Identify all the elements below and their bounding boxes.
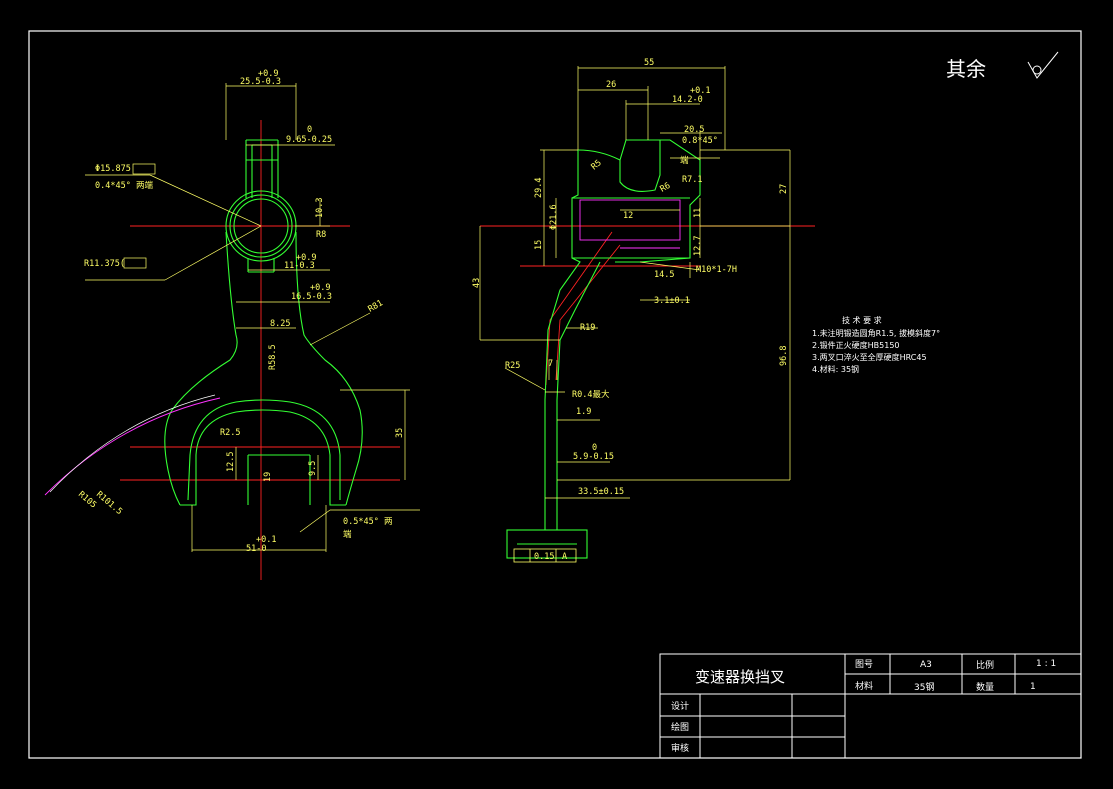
right-view: 0.15 A 55 26 +0.1 14.2-0 20.5 0.8*45° 端 … [472, 58, 815, 563]
dim-w51-tol: +0.1 [256, 535, 276, 545]
dim-w26: 26 [606, 80, 616, 90]
qty: 1 [1030, 682, 1036, 692]
dim-w7: 7 [548, 359, 553, 369]
dim-w51: 51-0 [246, 544, 266, 554]
tol-datum: A [562, 552, 567, 562]
tech-title: 技 术 要 求 [842, 315, 882, 325]
surface-finish-icon [1027, 51, 1059, 79]
dim-w3-1: 3.1±0.1 [654, 296, 690, 306]
dim-w1-9: 1.9 [576, 407, 591, 417]
dim-h96: 96.8 [779, 346, 789, 366]
surface-finish-label: 其余 [946, 57, 986, 81]
dim-r8: R8 [316, 230, 326, 240]
dim-r5: R5 [590, 158, 604, 172]
dim-w14: 14.2-0 [672, 95, 703, 105]
dim-h19: 19 [263, 472, 273, 482]
dim-hole-dia: Φ15.875 [95, 164, 131, 174]
dim-r25: R25 [505, 361, 520, 371]
dim-w16: 16.5-0.3 [291, 292, 332, 302]
dim-r81: R81 [367, 298, 385, 314]
dim-slot-width-tol: 0 [307, 125, 312, 135]
dim-w14-5: 14.5 [654, 270, 674, 280]
label-drawing-no: 图号 [855, 659, 873, 670]
label-design: 设计 [671, 700, 689, 712]
tech-item-2: 2.锻件正火硬度HB5150 [812, 340, 900, 350]
dim-chamfer2: 0.5*45° 两 [343, 517, 392, 527]
part-name: 变速器换挡叉 [695, 668, 785, 686]
left-dimlines [85, 83, 420, 552]
dim-slot-width: 9.65-0.25 [286, 135, 332, 145]
tech-requirements: 技 术 要 求 1.未注明锻造圆角R1.5, 拔模斜度7° 2.锻件正火硬度HB… [812, 315, 940, 374]
right-centerlines [480, 225, 815, 386]
dim-w8-25: 8.25 [270, 319, 290, 329]
dim-h43: 43 [472, 278, 482, 288]
dim-h35: 35 [395, 428, 405, 438]
dim-w14-tol: +0.1 [690, 86, 710, 96]
dim-chamfer-r: 0.8*45° [682, 136, 718, 146]
label-scale: 比例 [976, 659, 994, 671]
dim-chamfer2b: 端 [343, 529, 352, 540]
dim-h-10-3: 10.3 [315, 198, 325, 218]
dim-r105: R105 [76, 490, 98, 511]
dim-w11-tol: +0.9 [296, 253, 316, 263]
dim-thread: M10*1-7H [696, 265, 737, 275]
dim-w12: 12 [623, 211, 633, 221]
dim-h12-7: 12.7 [693, 236, 703, 256]
dim-w5-9-tol: 0 [592, 443, 597, 453]
dim-w11: 11-0.3 [284, 261, 315, 271]
material: 35钢 [914, 681, 934, 693]
dim-r6: R6 [659, 181, 673, 195]
tol-value: 0.15 [534, 552, 554, 562]
label-qty: 数量 [976, 681, 994, 693]
right-hidden [579, 199, 681, 249]
title-block-grid [659, 653, 1082, 759]
label-review: 审核 [671, 742, 689, 754]
dim-w20-5: 20.5 [684, 125, 704, 135]
dim-w33: 33.5±0.15 [578, 487, 624, 497]
arc-r105 [44, 397, 221, 496]
surface-symbol-box [132, 163, 156, 175]
dim-r2-5: R2.5 [220, 428, 240, 438]
dim-top-width-tol: +0.9 [258, 69, 278, 79]
label-material: 材料 [855, 680, 873, 692]
dim-r58: R58.5 [268, 344, 278, 370]
scale: 1 : 1 [1036, 659, 1056, 669]
dim-w55: 55 [644, 58, 654, 68]
dim-top-width: 25.5-0.3 [240, 77, 281, 87]
arc-r101 [49, 394, 216, 493]
tech-item-3: 3.两叉口淬火至全厚硬度HRC45 [812, 352, 927, 362]
dim-r101: R101.5 [94, 490, 124, 517]
tech-item-1: 1.未注明锻造圆角R1.5, 拔模斜度7° [812, 328, 940, 338]
left-view: +0.9 25.5-0.3 0 9.65-0.25 Φ15.875 0.4*45… [44, 69, 420, 580]
dim-h12-5: 12.5 [226, 452, 236, 472]
dim-r7: R7.1 [682, 175, 702, 185]
dim-h29: 29.4 [534, 178, 544, 198]
tolerance-frame [513, 548, 577, 563]
sheet-border [28, 30, 1082, 759]
dim-radius-11: R11.375( [84, 259, 125, 269]
drawing-no: A3 [920, 660, 932, 670]
right-dimlines [479, 66, 791, 499]
dim-r04: R0.4最大 [572, 389, 610, 400]
dim-h11: 11 [693, 208, 703, 218]
dim-h27: 27 [779, 184, 789, 194]
dim-r19: R19 [580, 323, 595, 333]
label-draw: 绘图 [671, 721, 689, 733]
dim-h9-5: 9.5 [308, 461, 318, 476]
dim-w5-9: 5.9-0.15 [573, 452, 614, 462]
surface-symbol-box-2 [123, 257, 147, 269]
left-centerlines [120, 120, 400, 580]
dim-h15: 15 [534, 240, 544, 250]
tech-item-4: 4.材料: 35钢 [812, 364, 859, 374]
dim-chamfer: 0.4*45° 两端 [95, 180, 153, 191]
left-outline [164, 139, 363, 506]
dim-chamfer-rb: 端 [680, 155, 689, 166]
dim-w16-tol: +0.9 [310, 283, 330, 293]
dim-d21: Φ21.6 [549, 204, 559, 230]
